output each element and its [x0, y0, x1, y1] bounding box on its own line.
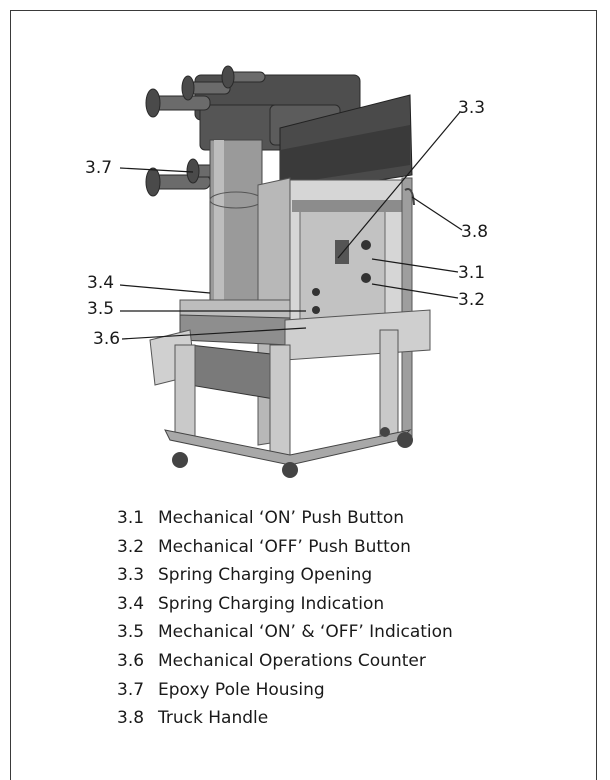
legend-item: 3.3 Spring Charging Opening: [117, 565, 453, 594]
legend-number: 3.3: [117, 565, 145, 586]
leader-lines: [119, 111, 463, 340]
legend-number: 3.1: [117, 508, 145, 528]
breaker-illustration: [119, 65, 463, 478]
epoxy-pole-housing: [209, 139, 263, 301]
legend-number: 3.7: [117, 679, 145, 700]
mechanism-housing: [257, 177, 409, 446]
legend-item: 3.7 Epoxy Pole Housing: [117, 680, 453, 709]
legend-item: 3.4 Spring Charging Indication: [117, 594, 453, 623]
callout-3-1: 3.1: [458, 263, 486, 283]
legend-label: Mechanical ‘OFF’ Push Button: [158, 536, 411, 557]
figure-frame: [10, 10, 597, 780]
legend-number: 3.5: [117, 622, 145, 643]
legend-item: 3.8 Truck Handle: [117, 708, 453, 737]
legend-number: 3.6: [117, 650, 145, 671]
truck-frame: [149, 299, 431, 466]
callout-3-8: 3.8: [461, 222, 489, 242]
legend-number: 3.8: [117, 708, 145, 729]
legend-item: 3.5 Mechanical ‘ON’ & ‘OFF’ Indication: [117, 622, 453, 651]
top-terminals: [145, 65, 361, 197]
wheels: [172, 427, 413, 478]
legend-label: Mechanical ‘ON’ & ‘OFF’ Indication: [158, 622, 453, 643]
legend-item: 3.1 Mechanical ‘ON’ Push Button: [117, 508, 453, 537]
callout-3-4: 3.4: [87, 273, 115, 293]
legend-label: Spring Charging Indication: [158, 593, 385, 614]
legend-label: Epoxy Pole Housing: [158, 679, 325, 700]
legend-number: 3.2: [117, 536, 145, 557]
legend-label: Truck Handle: [158, 708, 269, 729]
legend-label: Spring Charging Opening: [158, 565, 373, 586]
legend-label: Mechanical ‘ON’ Push Button: [158, 508, 405, 528]
legend-label: Mechanical Operations Counter: [158, 650, 426, 671]
callout-3-3: 3.3: [458, 98, 486, 118]
callout-3-5: 3.5: [87, 299, 115, 319]
callout-3-7: 3.7: [85, 158, 113, 178]
callout-3-6: 3.6: [93, 329, 121, 349]
legend-item: 3.2 Mechanical ‘OFF’ Push Button: [117, 537, 453, 566]
legend-item: 3.6 Mechanical Operations Counter: [117, 651, 453, 680]
callout-3-2: 3.2: [458, 290, 486, 310]
legend-number: 3.4: [117, 593, 145, 614]
